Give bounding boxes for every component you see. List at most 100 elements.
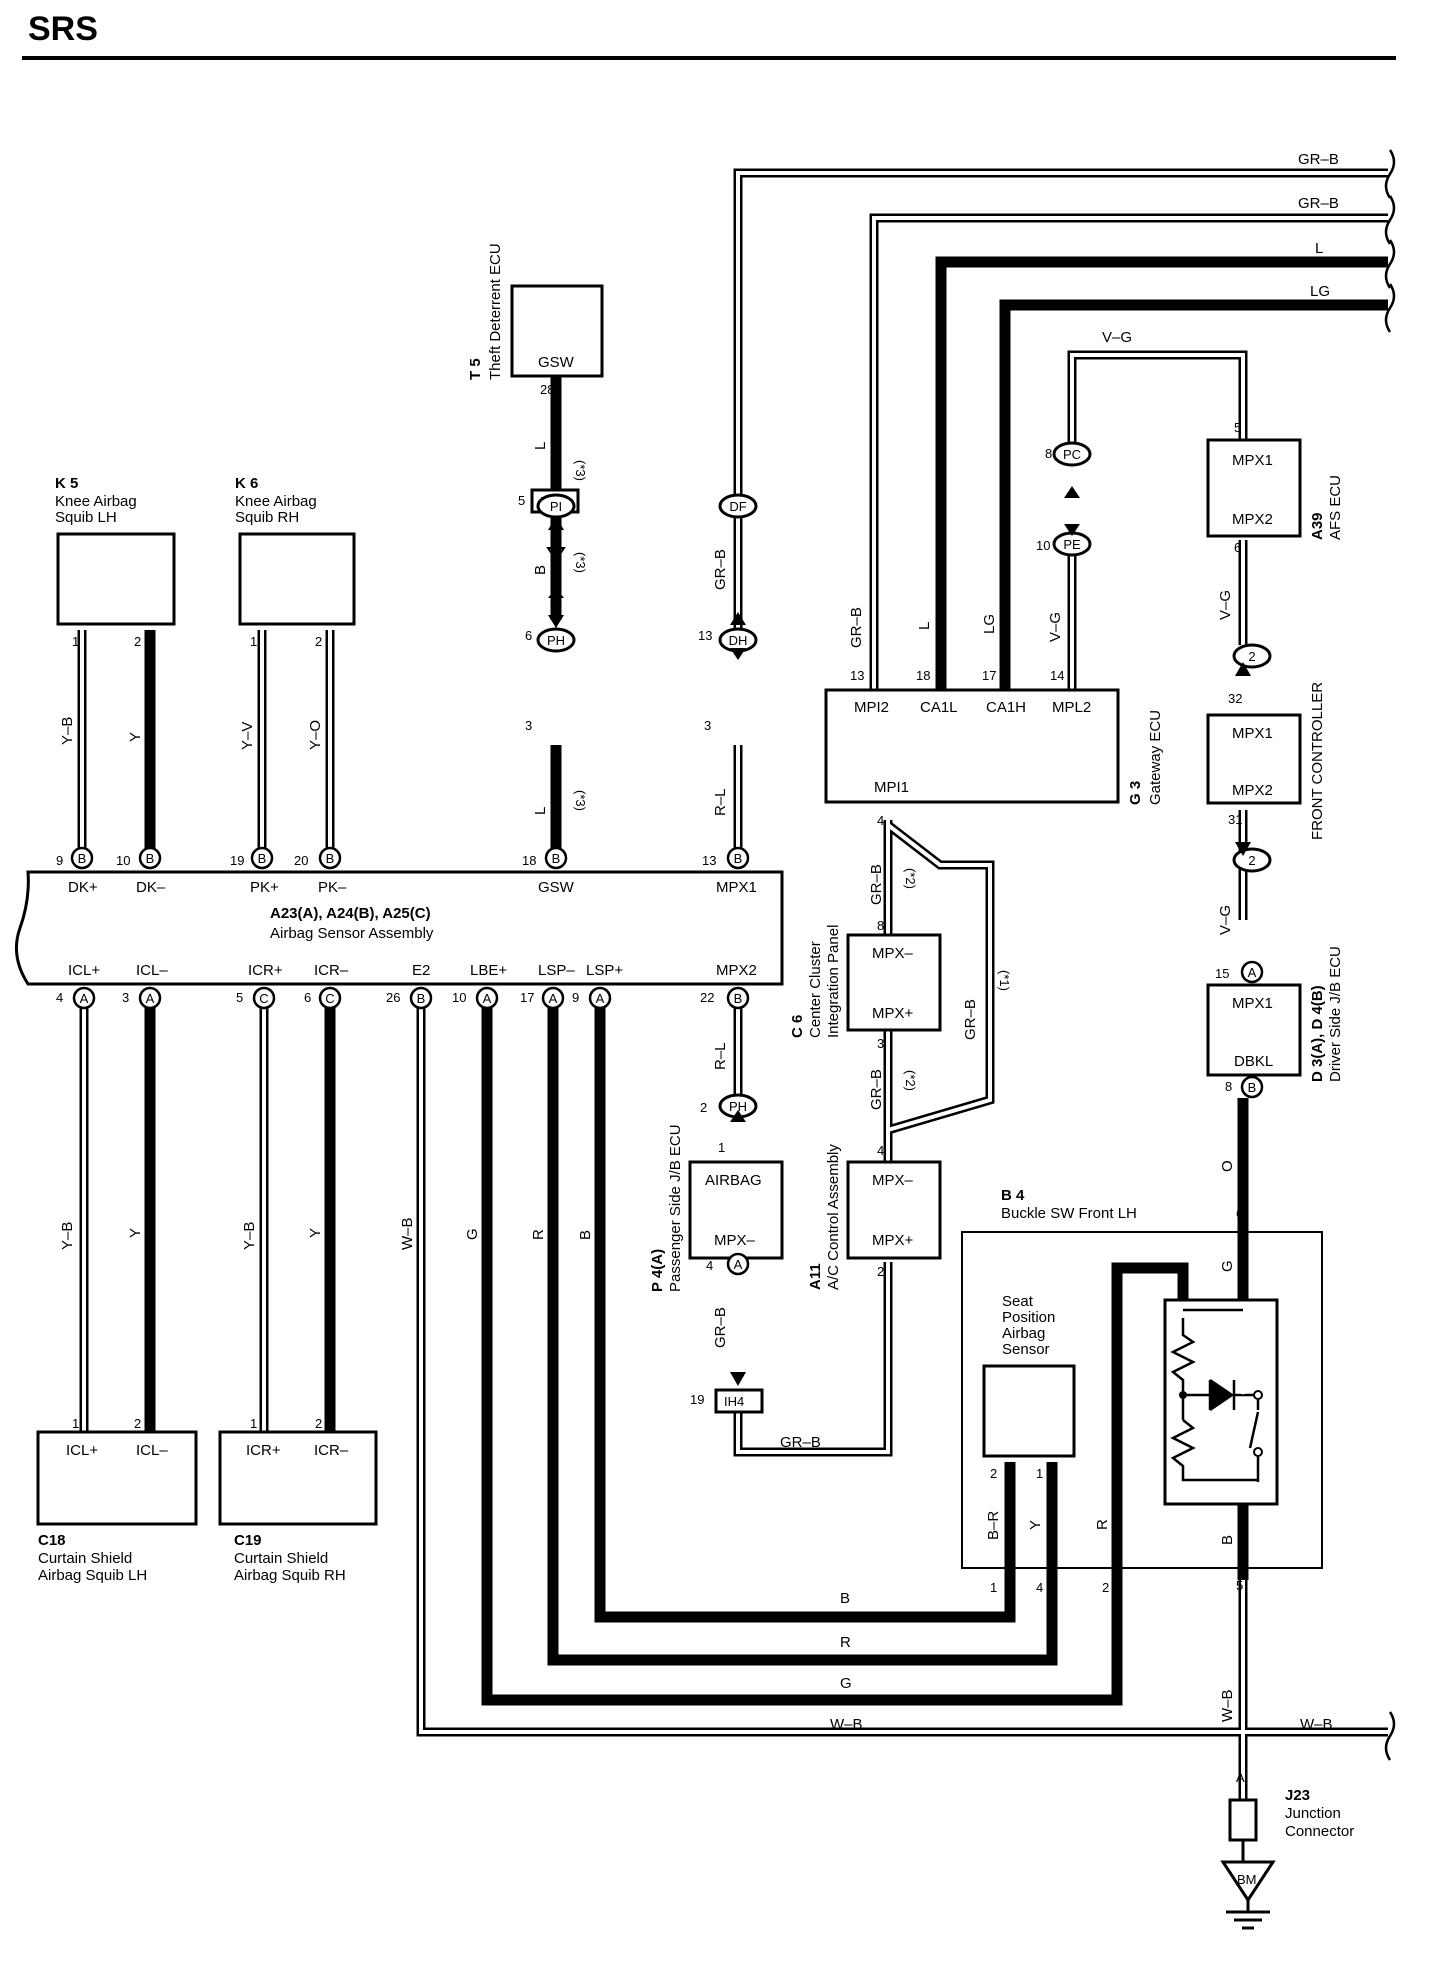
ground-code: BM: [1237, 1872, 1257, 1887]
svg-text:GR–B: GR–B: [1298, 195, 1339, 212]
svg-text:G: G: [1235, 1383, 1252, 1395]
knee-airbag-squib-lh: [56, 532, 176, 626]
svg-text:B: B: [146, 851, 155, 866]
svg-text:PK+: PK+: [250, 879, 279, 896]
c18-name1: Curtain Shield: [38, 1550, 132, 1567]
svg-text:R–L: R–L: [712, 788, 729, 816]
svg-text:3: 3: [877, 1036, 884, 1051]
svg-text:4: 4: [877, 813, 884, 828]
wire-v-g-afs: [1067, 350, 1248, 448]
svg-text:L: L: [916, 622, 933, 630]
svg-text:1: 1: [718, 1140, 725, 1155]
svg-text:19: 19: [690, 1392, 704, 1407]
svg-text:B: B: [258, 851, 267, 866]
svg-text:LG: LG: [981, 614, 998, 634]
airbag-assy-name: Airbag Sensor Assembly: [270, 925, 434, 942]
svg-text:C: C: [325, 991, 334, 1006]
driver-jb-code: D 3(A), D 4(B): [1309, 985, 1326, 1082]
svg-text:O: O: [1219, 1160, 1236, 1172]
svg-text:A: A: [596, 991, 605, 1006]
driver-jb-t2: DBKL: [1234, 1053, 1273, 1070]
cluster-t1: MPX–: [872, 945, 914, 962]
svg-text:Y: Y: [127, 1228, 144, 1238]
connector-pc: PC: [1052, 441, 1092, 467]
svg-text:A: A: [146, 991, 155, 1006]
svg-text:13: 13: [850, 668, 864, 683]
c19-code: C19: [234, 1532, 262, 1549]
svg-text:18: 18: [522, 853, 536, 868]
svg-text:6: 6: [525, 628, 532, 643]
svg-text:LBE+: LBE+: [470, 962, 507, 979]
svg-text:Y–B: Y–B: [59, 1222, 76, 1250]
ac-code: A11: [807, 1263, 824, 1290]
passenger-jb-t1: AIRBAG: [705, 1172, 762, 1189]
svg-text:MPL2: MPL2: [1052, 699, 1091, 716]
j23-name2: Connector: [1285, 1823, 1354, 1840]
svg-text:R: R: [840, 1634, 851, 1651]
svg-text:9: 9: [572, 990, 579, 1005]
knee-airbag-squib-rh: [238, 532, 356, 626]
svg-text:A: A: [734, 1257, 743, 1272]
svg-text:G: G: [840, 1675, 852, 1692]
svg-text:Y: Y: [1027, 1520, 1044, 1530]
svg-text:(*3): (*3): [573, 790, 588, 811]
driver-side-jb-ecu: [1206, 983, 1302, 1077]
airbag-sensor-assembly: [14, 870, 784, 986]
terminal-b-14: B: [726, 986, 750, 1010]
seat-sensor-label: Seat Position Airbag Sensor: [1002, 1293, 1055, 1358]
svg-text:(*2): (*2): [903, 1070, 918, 1091]
passenger-side-jb-ecu: [688, 1160, 784, 1260]
svg-text:1: 1: [72, 1416, 79, 1431]
svg-text:E2: E2: [412, 962, 430, 979]
svg-text:V–G: V–G: [1047, 612, 1064, 642]
afs-name: AFS ECU: [1327, 475, 1344, 540]
buckle-switch-circuit: [1170, 1308, 1260, 1482]
svg-text:B: B: [734, 991, 743, 1006]
svg-text:LG: LG: [1310, 283, 1330, 300]
svg-text:1: 1: [990, 1580, 997, 1595]
svg-text:10: 10: [452, 990, 466, 1005]
svg-text:GR–B: GR–B: [962, 999, 979, 1040]
footnote-markers: (*3) (*3) (*3) (*2) (*2) (*1): [573, 460, 1012, 1091]
j23-name1: Junction: [1285, 1805, 1341, 1822]
svg-text:5: 5: [236, 990, 243, 1005]
svg-text:A: A: [1248, 965, 1257, 980]
svg-text:B: B: [840, 1590, 850, 1607]
terminal-b-5: B: [726, 846, 750, 870]
cluster-t2: MPX+: [872, 1005, 914, 1022]
wire-color-labels-vertical: L B L GR–B R–L GR–B L LG V–G V–G V–G O G…: [59, 442, 1252, 1722]
front-ctrl-t1: MPX1: [1232, 725, 1273, 742]
svg-text:G: G: [464, 1228, 481, 1240]
ground-symbol-icon: [1226, 1900, 1270, 1930]
terminal-a-6: A: [72, 986, 96, 1010]
svg-text:L: L: [532, 442, 549, 450]
svg-text:A: A: [1236, 1770, 1245, 1785]
connector-2-upper-label: 2: [1248, 649, 1255, 664]
terminal-c-8: C: [252, 986, 276, 1010]
c18-code: C18: [38, 1532, 66, 1549]
gateway-ecu: [824, 688, 1120, 804]
cluster-name2: Integration Panel: [825, 925, 842, 1038]
connector-ph-label: PH: [547, 633, 565, 648]
passenger-jb-name: Passenger Side J/B ECU: [667, 1124, 684, 1292]
svg-text:B: B: [577, 1230, 594, 1240]
svg-text:A: A: [549, 991, 558, 1006]
svg-text:CA1H: CA1H: [986, 699, 1026, 716]
svg-text:28: 28: [540, 382, 554, 397]
afs-ecu: [1206, 438, 1302, 538]
svg-text:13: 13: [698, 628, 712, 643]
svg-text:15: 15: [1215, 966, 1229, 981]
svg-text:Airbag: Airbag: [1002, 1325, 1045, 1342]
svg-text:3: 3: [704, 718, 711, 733]
seat-position-airbag-sensor: [982, 1364, 1076, 1458]
connector-pi: PI: [536, 493, 576, 519]
curtain-shield-airbag-squib-rh: [218, 1430, 378, 1526]
ac-t1: MPX–: [872, 1172, 914, 1189]
gateway-code: G 3: [1127, 781, 1144, 805]
svg-text:B: B: [78, 851, 87, 866]
terminal-b-0: B: [70, 846, 94, 870]
svg-text:W–B: W–B: [830, 1716, 863, 1733]
